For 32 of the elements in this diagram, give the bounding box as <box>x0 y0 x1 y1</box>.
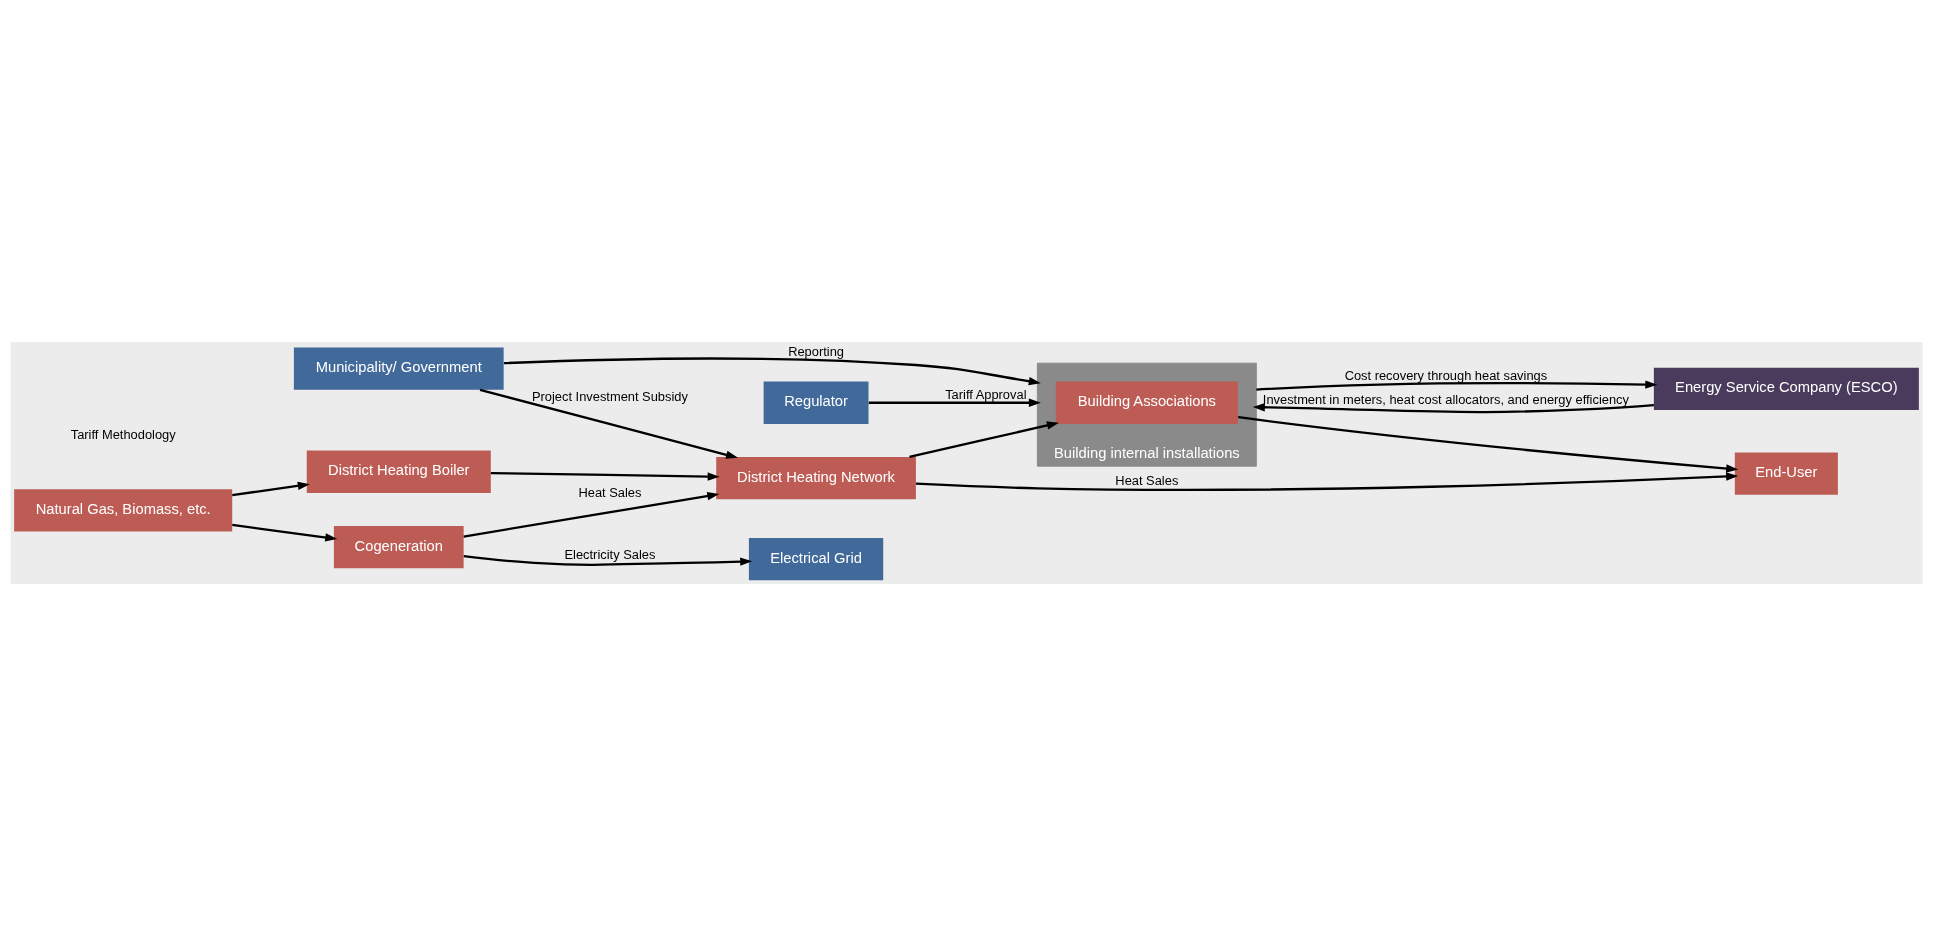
edge-label: Reporting <box>788 343 844 359</box>
edge-label: Tariff Approval <box>945 387 1027 403</box>
edge-label: Project Investment Subsidy <box>531 389 688 405</box>
arrow <box>915 472 1739 491</box>
arrow <box>1256 380 1658 391</box>
arrow <box>1252 403 1654 414</box>
edge-label: Heat Sales <box>578 484 642 500</box>
node-box: Electrical Grid <box>748 538 884 581</box>
node-box: End-User <box>1734 452 1838 495</box>
edge-label: Investment in meters, heat cost allocators, and energy efficiency <box>1262 391 1629 407</box>
edge-label: Electricity Sales <box>564 547 656 563</box>
node-box: Energy Service Company (ESCO) <box>1653 367 1919 411</box>
edge-label: Cost recovery through heat savings <box>1344 367 1548 383</box>
arrow <box>479 388 739 459</box>
node-box: Municipality/ Government <box>293 347 504 390</box>
node-box: District Heating Network <box>716 457 916 500</box>
arrow <box>1238 415 1739 473</box>
arrow <box>232 523 338 542</box>
node-box: Cogeneration <box>333 526 464 569</box>
arrow <box>909 421 1059 459</box>
node-box: Building Associations <box>1055 381 1238 424</box>
arrow <box>503 357 1041 386</box>
arrow <box>490 472 720 481</box>
edge-label: Heat Sales <box>1115 472 1179 488</box>
node-box: District Heating Boiler <box>306 450 491 493</box>
label: Tariff Methodology <box>70 427 176 443</box>
arrow <box>232 481 310 497</box>
node-box: Regulator <box>763 381 869 424</box>
node-box: Natural Gas, Biomass, etc. <box>14 489 233 532</box>
arrow <box>463 491 720 538</box>
arrow <box>463 555 753 566</box>
arrow <box>868 398 1041 407</box>
